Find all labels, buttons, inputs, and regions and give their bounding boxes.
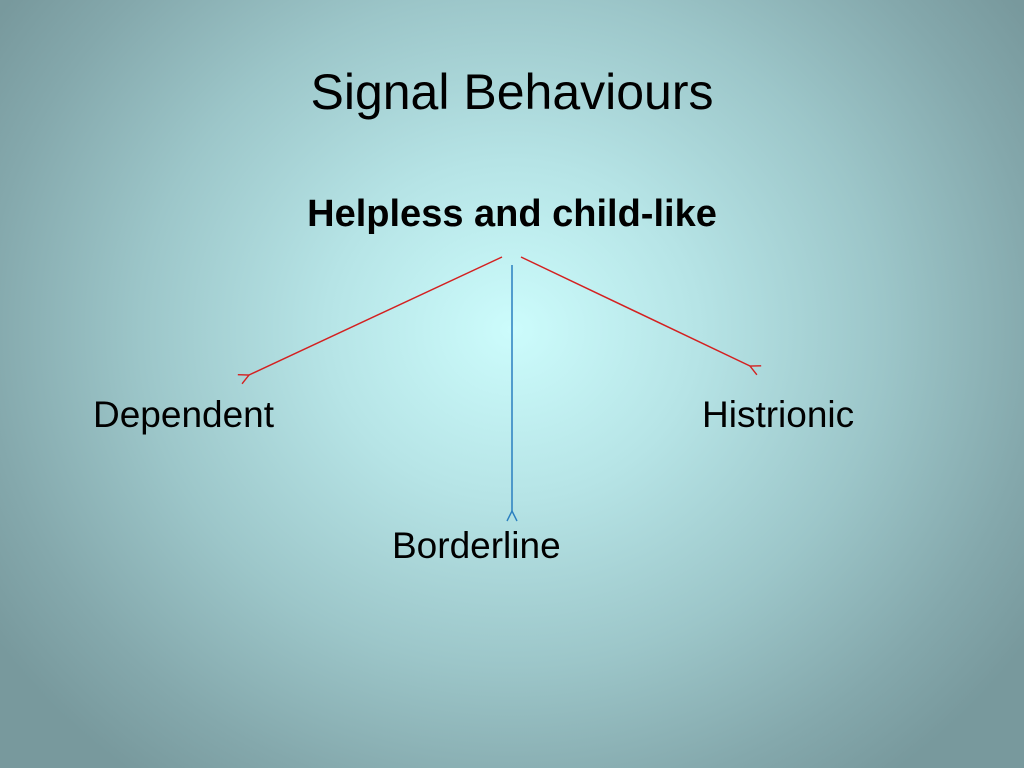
node-dependent: Dependent: [93, 394, 275, 435]
arrow-to-histrionic: [520, 256, 762, 376]
arrow-to-dependent: [237, 256, 503, 385]
node-borderline: Borderline: [392, 525, 561, 566]
root-node-label: Helpless and child-like: [307, 193, 717, 235]
slide-title: Signal Behaviours: [310, 64, 714, 120]
node-histrionic: Histrionic: [702, 394, 855, 435]
